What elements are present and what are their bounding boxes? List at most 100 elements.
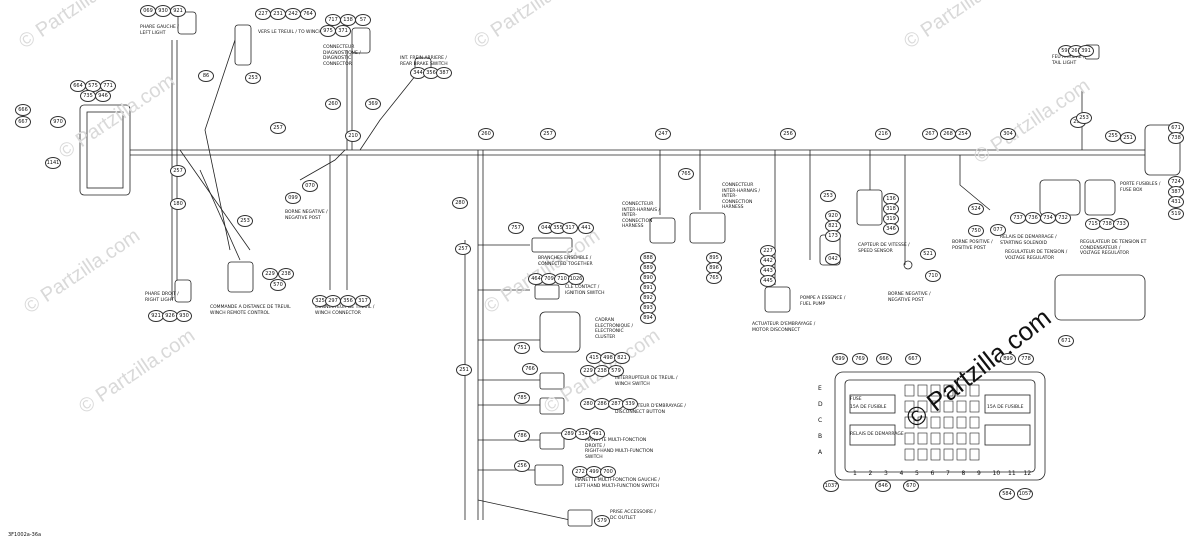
callout-257: 257 (270, 122, 286, 134)
remote-connector (227, 261, 254, 293)
callout-257: 257 (455, 243, 471, 255)
regulator-connector (1039, 179, 1081, 216)
label-inter-treuil: INTERRUPTEUR DE TREUIL / WINCH SWITCH (615, 376, 678, 387)
actuator-connector (764, 286, 791, 313)
label-prise: PRISE ACCESSOIRE / DC OUTLET (610, 510, 656, 521)
callout-579: 579 (608, 365, 624, 377)
fuse-slot (930, 448, 941, 461)
callout-584: 584 (999, 488, 1015, 500)
wire-remote (199, 169, 241, 261)
callout-766: 766 (522, 363, 538, 375)
callout-893: 893 (640, 302, 656, 314)
callout-738: 738 (1099, 218, 1115, 230)
fuse-col-6: 6 (930, 470, 935, 477)
inter-harness-connector-1 (649, 217, 676, 244)
label-porte-fusibles: PORTE FUSIBLES / FUSE BOX (1120, 182, 1161, 193)
callout-737: 737 (1010, 212, 1026, 224)
fuse-row-B: B (818, 433, 823, 440)
label-diagnostic: CONNECTEUR DIAGNOSTIQUE / DIAGNOSTIC CON… (323, 45, 361, 67)
callout-946: 946 (95, 90, 111, 102)
fuse-slot (930, 432, 941, 445)
callout-267: 267 (922, 128, 938, 140)
callout-785: 785 (514, 392, 530, 404)
callout-519: 519 (1168, 208, 1184, 220)
right-connector-1 (856, 189, 883, 226)
wire-brake (359, 69, 421, 151)
label-capteur-vitesse: CAPTEUR DE VITESSE / SPEED SENSOR (858, 243, 910, 254)
diagnostic-connector (351, 27, 371, 54)
callout-369: 369 (365, 98, 381, 110)
callout-700: 700 (600, 466, 616, 478)
callout-442: 442 (760, 255, 776, 267)
callout-242: 242 (285, 8, 301, 20)
label-cadran: CADRAN ELECTRONIQUE / ELECTRONIC CLUSTER (595, 318, 634, 340)
label-borne-positive: BORNE POSITIVE / POSITIVE POST (952, 240, 993, 251)
wire-remote-2 (179, 149, 251, 251)
callout-260: 260 (325, 98, 341, 110)
callout-57: 57 (355, 14, 371, 26)
callout-751: 751 (514, 342, 530, 354)
fuse-slot (904, 384, 915, 397)
ignition-connector (531, 237, 573, 253)
label-manette-droite: MANETTE MULTI-FONCTION DROITE / RIGHT-HA… (585, 438, 654, 460)
callout-570: 570 (270, 279, 286, 291)
callout-229: 229 (262, 268, 278, 280)
fuse-label-a: FUSE (850, 397, 862, 402)
fuse-slot (956, 400, 967, 413)
callout-524: 524 (968, 203, 984, 215)
callout-491: 491 (589, 428, 605, 440)
left-multifunction (534, 464, 564, 486)
callout-890: 890 (640, 272, 656, 284)
fuse-col-10: 10 (992, 470, 1001, 477)
fuse-slot (930, 416, 941, 429)
callout-251: 251 (456, 364, 472, 376)
callout-231: 231 (270, 8, 286, 20)
callout-319: 319 (883, 213, 899, 225)
cluster-connector (539, 311, 581, 353)
fuse-label-d: RELAIS DE DEMARRAGE (850, 432, 904, 437)
callout-1026: 1026 (568, 273, 584, 285)
callout-734: 734 (1040, 212, 1056, 224)
fuse-slot (943, 448, 954, 461)
fuse-slot (917, 432, 928, 445)
callout-1141: 1141 (45, 157, 61, 169)
callout-738: 738 (1168, 132, 1184, 144)
callout-371: 371 (335, 25, 351, 37)
callout-339: 339 (622, 398, 638, 410)
fuse-slot (956, 432, 967, 445)
branch-8 (477, 499, 571, 521)
callout-254: 254 (955, 128, 971, 140)
callout-317: 317 (355, 295, 371, 307)
callout-251: 251 (1120, 132, 1136, 144)
callout-710: 710 (925, 270, 941, 282)
fuse-label-b: 15A DE FUSIBLE (850, 405, 887, 410)
left-fuse-box (79, 104, 131, 196)
label-borne-negative: BORNE NEGATIVE / NEGATIVE POST (285, 210, 328, 221)
fuse-col-4: 4 (899, 470, 904, 477)
winch-connector (234, 24, 252, 66)
fuse-slot (917, 384, 928, 397)
callout-930: 930 (155, 5, 171, 17)
callout-344: 344 (410, 67, 426, 79)
fuse-slot (904, 400, 915, 413)
fuse-slot (956, 416, 967, 429)
callout-387: 387 (436, 67, 452, 79)
callout-970: 970 (50, 116, 66, 128)
callout-210: 210 (345, 130, 361, 142)
callout-579: 579 (594, 515, 610, 527)
callout-173: 173 (825, 230, 841, 242)
label-frein: INT. FREIN ARRIERE / REAR BRAKE SWITCH (400, 56, 448, 67)
fuse-col-9: 9 (977, 470, 981, 477)
left-light-connector (177, 11, 197, 35)
fuse-slot (969, 400, 980, 413)
right-light-connector (174, 279, 192, 303)
callout-216: 216 (875, 128, 891, 140)
fuse-slot (969, 416, 980, 429)
callout-255: 255 (1105, 130, 1121, 142)
callout-253: 253 (820, 190, 836, 202)
callout-86: 86 (198, 70, 214, 82)
fuse-slot (917, 400, 928, 413)
callout-786: 786 (514, 430, 530, 442)
ignition-switch (534, 284, 560, 300)
callout-757: 757 (508, 222, 524, 234)
